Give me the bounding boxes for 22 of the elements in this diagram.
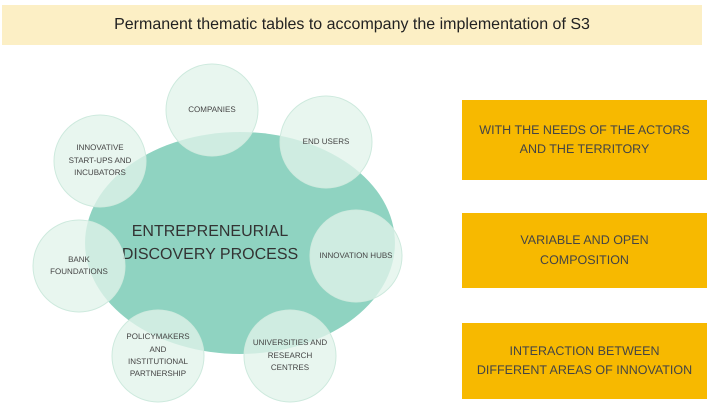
node-label: BANK FOUNDATIONS [49,254,109,278]
node-label: COMPANIES [188,104,236,116]
node-label: POLICYMAKERS AND INSTITUTIONAL PARTNERSHIP [125,331,191,380]
node-label: ENTREPRENEURIAL DISCOVERY PROCESS [120,222,300,265]
node-label: UNIVERSITIES AND RESEARCH CENTRES [252,337,328,374]
feature-box [462,323,707,399]
actor-circle [310,210,402,302]
feature-box [462,213,707,288]
title-banner: Permanent thematic tables to accompany the implementation of S3 [2,5,702,45]
actor-circle [166,64,258,156]
actor-circle [244,310,336,402]
node-label: INNOVATIVE START-UPS AND INCUBATORS [68,142,132,180]
node-label: INNOVATION HUBS [319,250,393,262]
node-label: VARIABLE AND OPEN COMPOSITION [519,232,650,268]
actor-circle [33,220,125,312]
node-label: WITH THE NEEDS OF THE ACTORS AND THE TERRITORY [478,122,691,158]
actor-circle [54,115,146,207]
feature-box [462,100,707,180]
actor-circle [112,310,204,402]
actor-circle [280,96,372,188]
node-label: INTERACTION BETWEEN DIFFERENT AREAS OF INNOVATION [476,342,693,379]
node-label: END USERS [302,136,350,148]
